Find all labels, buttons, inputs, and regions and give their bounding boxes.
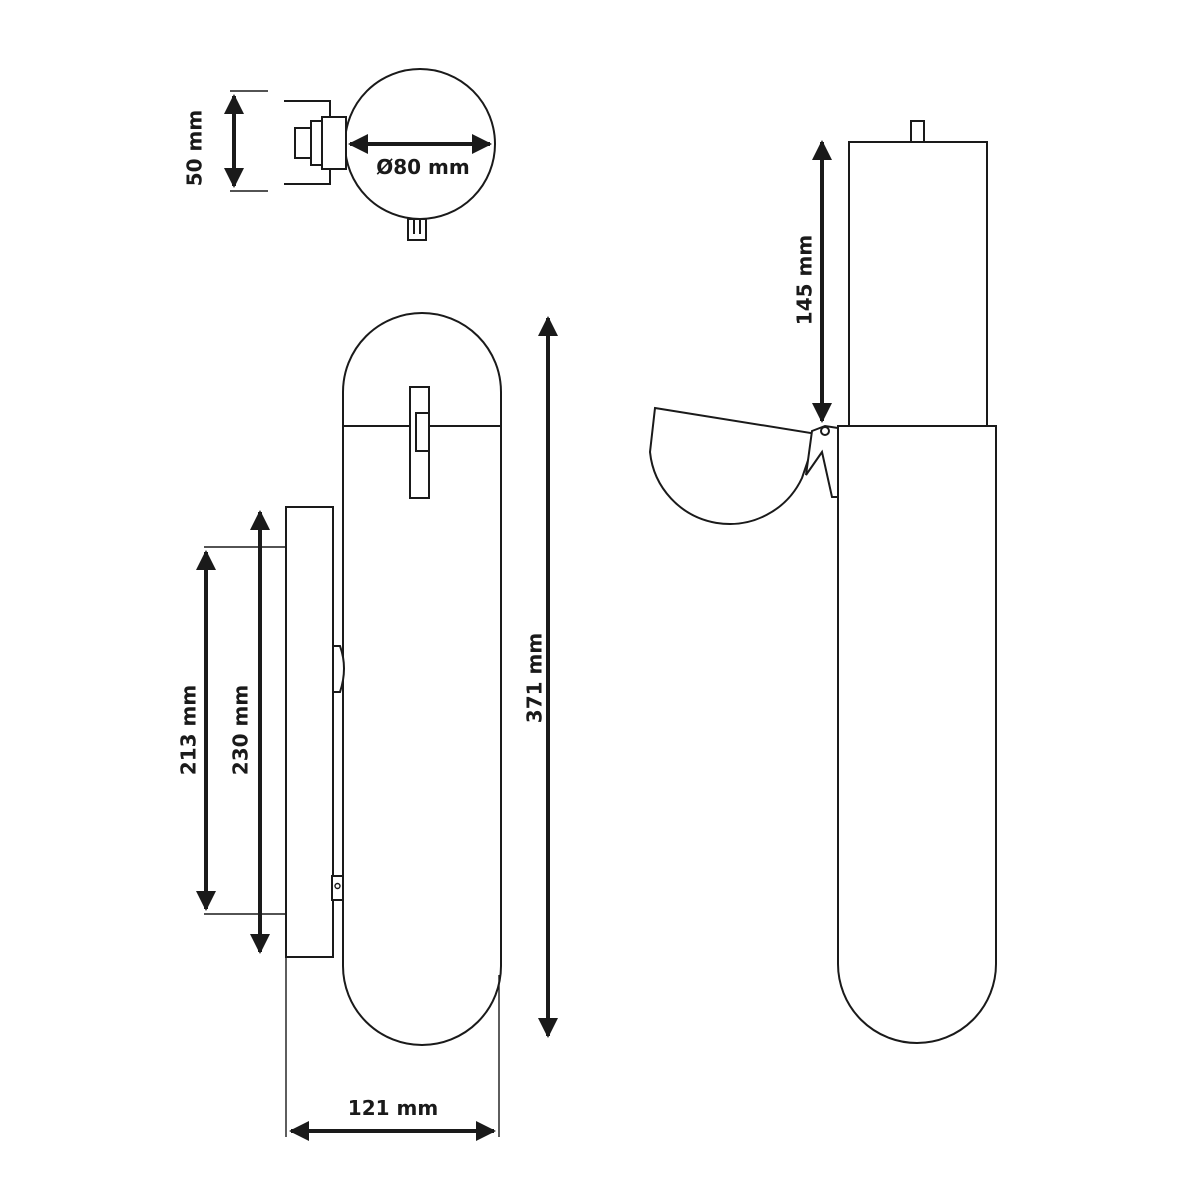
side-hinge-pin bbox=[820, 426, 830, 436]
top-view: 50 mm Ø80 mm bbox=[183, 68, 496, 241]
bracket-inner-dimension-label: 213 mm bbox=[177, 685, 201, 775]
side-hinge bbox=[805, 424, 839, 498]
front-view: 371 mm 230 mm 213 mm 121 mm bbox=[177, 312, 558, 1141]
bracket-outer-dimension-label: 230 mm bbox=[229, 685, 253, 775]
diameter-dimension-label: Ø80 mm bbox=[376, 155, 469, 179]
front-cylinder-body bbox=[342, 312, 502, 1046]
side-upper-cylinder bbox=[848, 141, 988, 427]
height-dimension-label: 371 mm bbox=[523, 633, 547, 723]
side-lower-body bbox=[837, 425, 997, 1044]
side-top-knob bbox=[910, 120, 925, 143]
front-latch-tab bbox=[415, 412, 430, 452]
front-wall-plate bbox=[285, 506, 334, 958]
top-view-knob bbox=[407, 218, 427, 241]
depth-dimension-label: 50 mm bbox=[183, 110, 207, 186]
side-open-hatch bbox=[648, 406, 819, 525]
side-view: 145 mm bbox=[648, 120, 997, 1044]
width-dimension-label: 121 mm bbox=[348, 1096, 438, 1120]
front-hinge-bump bbox=[332, 645, 345, 693]
top-view-clip-plate bbox=[321, 116, 347, 170]
lid-height-dimension-label: 145 mm bbox=[793, 235, 817, 325]
